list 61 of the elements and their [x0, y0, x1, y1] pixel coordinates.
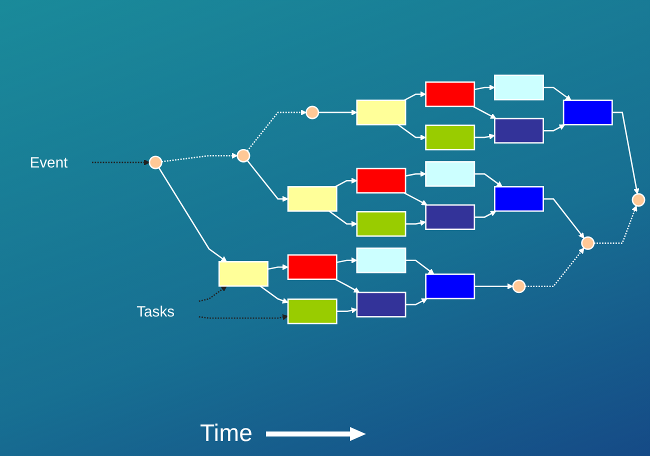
node-circle — [581, 236, 595, 250]
arrow — [334, 278, 360, 293]
node-box — [494, 74, 544, 100]
arrow — [525, 248, 584, 288]
arrow — [543, 86, 572, 101]
arrow — [198, 314, 288, 320]
arrow — [404, 192, 428, 206]
node-circle — [632, 193, 646, 207]
node-box — [425, 161, 476, 187]
arrow — [472, 106, 496, 119]
arrow — [474, 173, 502, 188]
node-box — [218, 261, 268, 287]
node-box — [356, 100, 406, 126]
node-box — [494, 186, 544, 212]
arrow — [612, 112, 640, 194]
arrow — [474, 134, 495, 140]
arrow — [158, 167, 227, 262]
node-box — [425, 274, 476, 300]
arrow — [474, 283, 514, 290]
arrow — [260, 286, 288, 304]
arrow — [246, 160, 288, 202]
arrow — [336, 257, 358, 264]
node-box — [425, 204, 476, 230]
node-box — [356, 248, 406, 274]
arrow — [268, 264, 288, 270]
node-box — [425, 124, 476, 150]
arrow — [406, 220, 426, 226]
node-box — [494, 118, 544, 144]
arrow — [246, 110, 307, 152]
axis-label: Time — [200, 420, 252, 448]
arrow — [92, 159, 150, 166]
arrow — [474, 84, 495, 90]
arrow — [336, 308, 358, 314]
arrow — [406, 260, 434, 274]
arrow — [474, 210, 496, 218]
arrow — [405, 170, 426, 177]
arrow — [543, 124, 566, 132]
arrow — [162, 152, 238, 162]
node-box — [356, 211, 406, 237]
node-circle — [512, 280, 526, 294]
arrow — [404, 91, 426, 101]
arrow — [328, 210, 358, 227]
node-text: Event — [30, 154, 68, 171]
node-text: Tasks — [136, 302, 175, 320]
node-box — [425, 81, 476, 108]
arrow — [543, 198, 584, 239]
arrow — [318, 110, 358, 116]
arrow — [335, 178, 358, 188]
node-box — [356, 292, 406, 318]
arrow — [406, 298, 428, 306]
node-box — [287, 254, 338, 280]
node-box — [562, 100, 613, 126]
node-box — [356, 168, 406, 194]
node-box — [287, 298, 338, 324]
node-circle — [236, 148, 250, 162]
node-box — [287, 186, 338, 212]
node-circle — [148, 156, 162, 170]
arrow — [198, 286, 227, 302]
node-circle — [306, 106, 320, 120]
arrow — [398, 124, 426, 140]
arrow — [594, 205, 638, 244]
